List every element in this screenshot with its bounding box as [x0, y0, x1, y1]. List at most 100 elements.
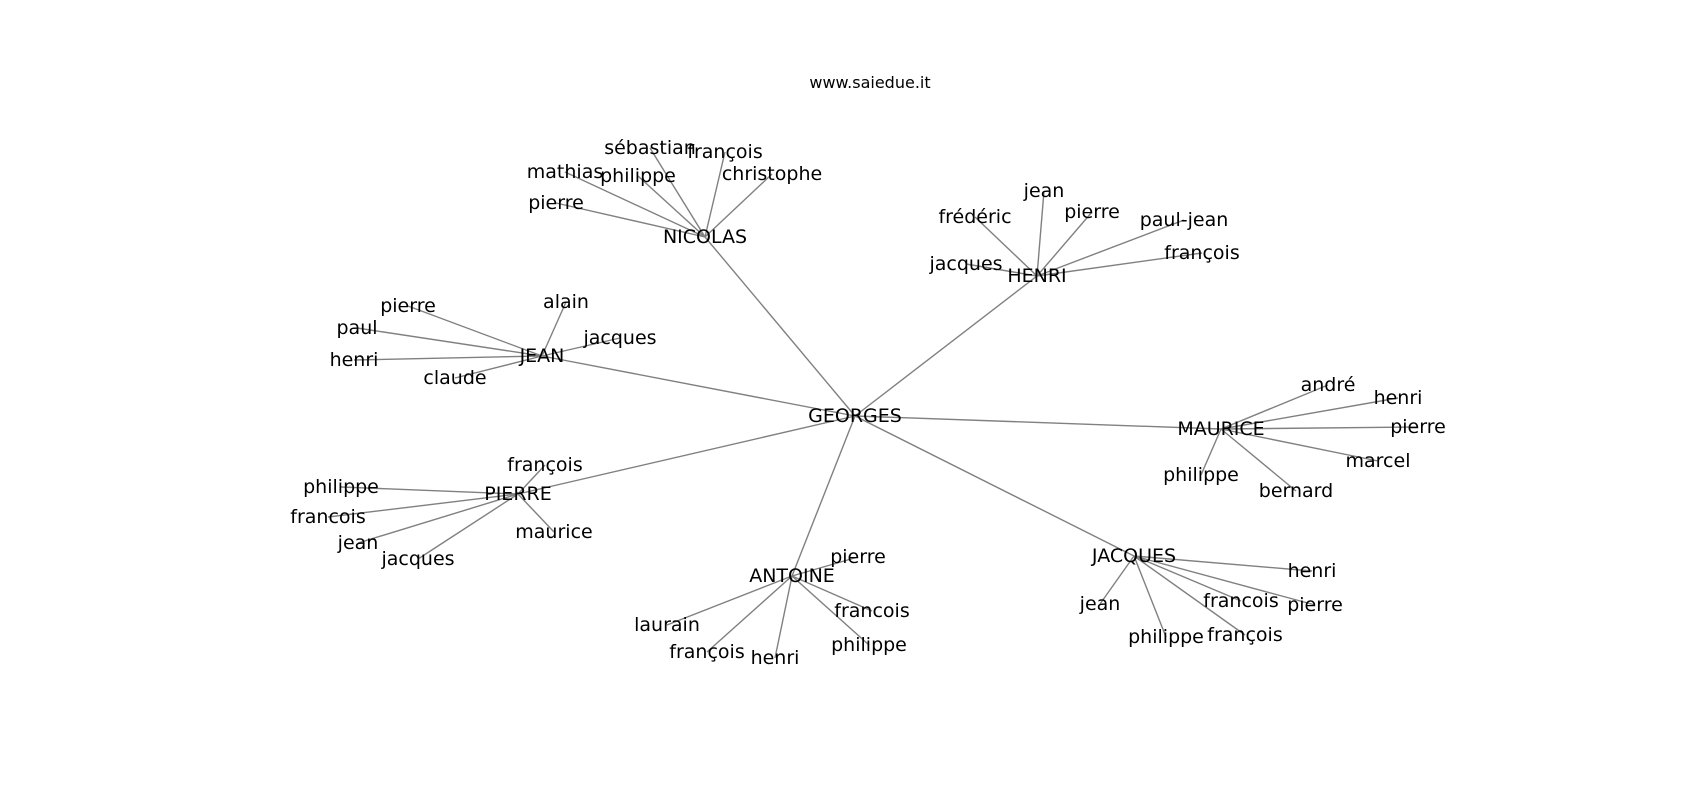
edge-jacques-pierre: [1133, 555, 1316, 606]
edge-jacques-francois: [1133, 555, 1242, 602]
edge-pierre-philippe: [340, 486, 519, 495]
edge-maurice-marcel: [1220, 428, 1379, 462]
node-maurice-pierre: pierre: [1390, 416, 1446, 438]
node-jean-alain: alain: [543, 291, 589, 313]
edge-antoine-laurain: [666, 575, 793, 626]
node-nicolas-philippe: philippe: [600, 165, 676, 187]
node-maurice-philippe: philippe: [1163, 464, 1239, 486]
edge-jean-henri: [353, 355, 543, 361]
edge-jacques-philippe: [1133, 555, 1167, 638]
node-antoine-francois: françois: [669, 641, 744, 663]
edge-georges-jean: [541, 355, 856, 417]
node-pierre-jean: jean: [337, 532, 379, 554]
edge-nicolas-mathias: [564, 171, 706, 238]
node-maurice-marcel: marcel: [1346, 450, 1411, 472]
node-jean-jacques: jacques: [582, 327, 656, 349]
node-henri-francois: françois: [1164, 242, 1239, 264]
edge-maurice-bernard: [1220, 428, 1297, 492]
edge-henri-frederic: [974, 216, 1038, 277]
edge-georges-jacques: [854, 415, 1135, 557]
edge-antoine-pierre: [791, 556, 859, 577]
node-pierre-jacques: jacques: [380, 548, 454, 570]
edge-nicolas-francois: [704, 151, 726, 238]
node-pierre-francois: francois: [290, 506, 365, 528]
node-jacques-henri: henri: [1288, 560, 1337, 582]
edge-maurice-andre: [1220, 384, 1329, 430]
edge-maurice-henri: [1220, 397, 1399, 430]
edge-pierre-francois: [517, 464, 546, 495]
node-pierre-philippe: philippe: [303, 476, 379, 498]
site-title: www.saiedue.it: [809, 73, 930, 92]
edge-antoine-henri: [774, 575, 793, 659]
edge-nicolas-sebastian: [649, 147, 706, 238]
edge-henri-jacques: [965, 263, 1038, 277]
node-pierre-francois: françois: [507, 454, 582, 476]
node-pierre: PIERRE: [484, 483, 551, 505]
node-antoine-henri: henri: [751, 647, 800, 669]
node-nicolas-mathias: mathias: [527, 161, 603, 183]
node-jacques-pierre: pierre: [1287, 594, 1343, 616]
edge-henri-paul-jean: [1036, 219, 1185, 277]
edge-pierre-jacques: [417, 493, 519, 560]
node-antoine-laurain: laurain: [634, 614, 700, 636]
node-jean-henri: henri: [330, 349, 379, 371]
edges-layer: [327, 147, 1419, 659]
node-antoine: ANTOINE: [749, 565, 835, 587]
node-jacques-philippe: philippe: [1128, 626, 1204, 648]
node-henri-jean: jean: [1023, 180, 1065, 202]
node-jean-pierre: pierre: [380, 295, 436, 317]
edge-henri-francois: [1036, 252, 1203, 277]
node-henri: HENRI: [1007, 265, 1066, 287]
edge-jean-paul: [356, 327, 543, 357]
node-jacques-francois: francois: [1203, 590, 1278, 612]
edge-antoine-francois: [706, 575, 793, 653]
edge-jacques-jean: [1099, 555, 1135, 605]
node-maurice: MAURICE: [1177, 418, 1264, 440]
node-antoine-pierre: pierre: [830, 546, 886, 568]
edge-henri-pierre: [1036, 211, 1093, 277]
edge-jean-alain: [541, 301, 567, 357]
node-jacques: JACQUES: [1091, 545, 1176, 567]
edge-henri-jean: [1036, 190, 1045, 277]
edge-georges-henri: [854, 275, 1038, 417]
edge-jacques-francois: [1133, 555, 1246, 636]
node-maurice-andre: andré: [1301, 374, 1356, 396]
edge-nicolas-pierre: [555, 202, 706, 238]
node-nicolas-pierre: pierre: [528, 192, 584, 214]
edge-nicolas-philippe: [637, 175, 706, 238]
edge-pierre-maurice: [517, 493, 555, 533]
node-nicolas: NICOLAS: [663, 226, 747, 248]
edge-pierre-francois: [327, 493, 519, 518]
node-nicolas-christophe: christophe: [722, 163, 822, 185]
edge-nicolas-christophe: [704, 173, 773, 238]
node-jacques-jean: jean: [1079, 593, 1121, 615]
edge-antoine-francois: [791, 575, 873, 612]
edge-jean-jacques: [541, 337, 621, 357]
node-henri-frederic: frédéric: [938, 206, 1011, 228]
node-henri-pierre: pierre: [1064, 201, 1120, 223]
node-nicolas-sebastian: sébastian: [604, 137, 696, 159]
node-henri-jacques: jacques: [928, 253, 1002, 275]
node-jean-paul: paul: [336, 317, 377, 339]
edge-jean-claude: [454, 355, 543, 379]
edge-maurice-philippe: [1200, 428, 1222, 476]
node-georges: GEORGES: [808, 405, 902, 427]
node-antoine-francois: francois: [834, 600, 909, 622]
edge-georges-pierre: [517, 415, 856, 495]
node-jean-claude: claude: [423, 367, 486, 389]
node-henri-paul-jean: paul-jean: [1140, 209, 1229, 231]
node-antoine-philippe: philippe: [831, 634, 907, 656]
node-jean: JEAN: [519, 345, 565, 367]
edge-antoine-philippe: [791, 575, 870, 646]
node-nicolas-francois: françois: [687, 141, 762, 163]
edge-jacques-henri: [1133, 555, 1313, 572]
node-maurice-bernard: bernard: [1259, 480, 1333, 502]
edge-georges-maurice: [854, 415, 1222, 430]
edge-jean-pierre: [407, 305, 543, 357]
node-maurice-henri: henri: [1374, 387, 1423, 409]
node-pierre-maurice: maurice: [515, 521, 592, 543]
edge-maurice-pierre: [1220, 426, 1419, 430]
